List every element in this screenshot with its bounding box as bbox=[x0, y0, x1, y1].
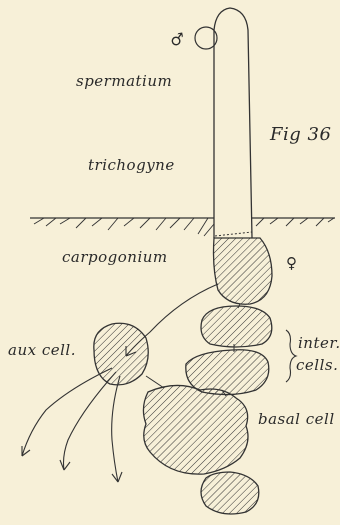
thallus-surface bbox=[30, 218, 335, 236]
cells-label: cells. bbox=[296, 356, 338, 374]
auxiliary-cell bbox=[94, 323, 148, 385]
aux-cell-connector bbox=[146, 376, 164, 388]
figure-number: Fig 36 bbox=[270, 124, 331, 145]
carpogonium-cell bbox=[214, 238, 273, 304]
inter-cells-bracket bbox=[286, 330, 296, 382]
male-symbol: ♂ bbox=[168, 29, 186, 50]
female-symbol: ♀ bbox=[286, 254, 297, 272]
basal-cell-label: basal cell bbox=[258, 410, 335, 428]
basal-cell bbox=[143, 385, 248, 474]
spermatium-label: spermatium bbox=[76, 72, 172, 90]
carpogonium-label: carpogonium bbox=[62, 248, 168, 266]
trichogyne-label: trichogyne bbox=[88, 156, 175, 174]
outgoing-filament-arrows bbox=[22, 368, 122, 482]
inter-cell-2 bbox=[186, 350, 269, 395]
lower-cell bbox=[201, 472, 259, 514]
inter-cell-1 bbox=[201, 306, 272, 347]
trichogyne-tube bbox=[214, 8, 252, 238]
trichogyne-dotted-boundary bbox=[215, 232, 252, 236]
aux-cell-label: aux cell. bbox=[8, 341, 76, 359]
inter-label: inter. bbox=[298, 334, 340, 352]
